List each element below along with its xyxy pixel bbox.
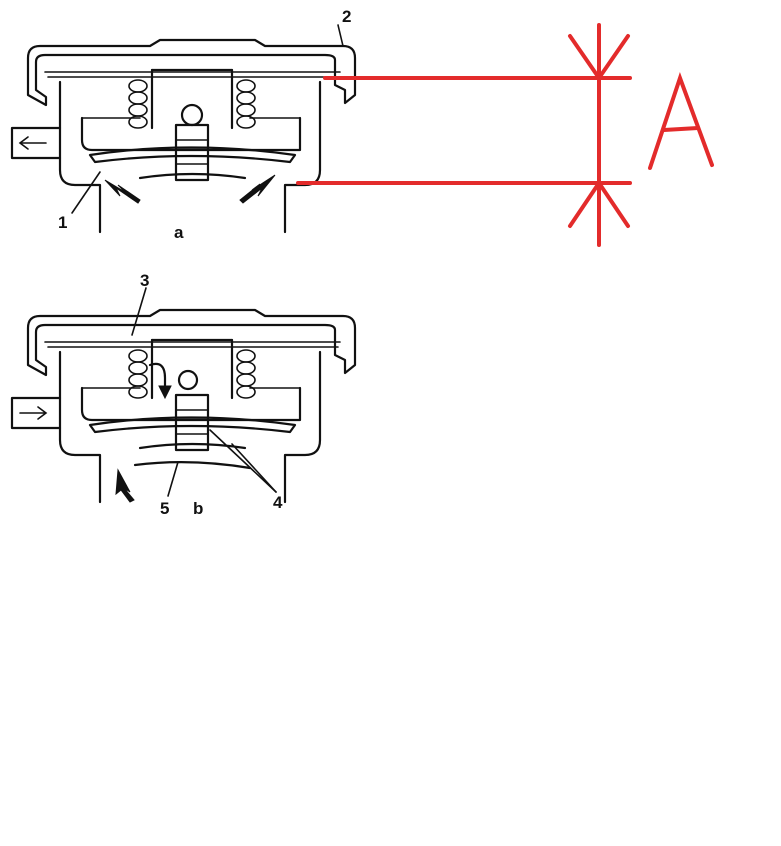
dimension-annotation-a: A [296,23,714,247]
dimension-letter-glyph [648,71,714,170]
figure-b-vacuum-open: 3 4 5 b [10,271,357,518]
callout-2: 2 [342,7,351,26]
callout-3: 3 [140,271,149,290]
overflow-out-arrow-icon [18,136,47,150]
flow-arrow-left-icon [104,179,141,204]
callout-4: 4 [273,493,283,512]
flow-arrow-right-icon [239,174,276,204]
dimension-arrow-top-icon [568,34,630,82]
flow-out-arrow-icon [115,468,135,503]
callout-1: 1 [58,213,67,232]
valve-knob [180,103,204,127]
callout-5: 5 [160,499,169,518]
panel-label-b: b [193,499,203,518]
dimension-arrow-bottom-icon [568,179,630,228]
panel-label-a: a [174,223,184,242]
flow-down-arrow-icon [148,362,167,392]
tube-hole [177,369,199,391]
overflow-in-arrow-icon [19,406,48,420]
figure-a-pressure-open: 1 2 a [10,7,357,242]
vacuum-valve-plate [133,461,252,470]
